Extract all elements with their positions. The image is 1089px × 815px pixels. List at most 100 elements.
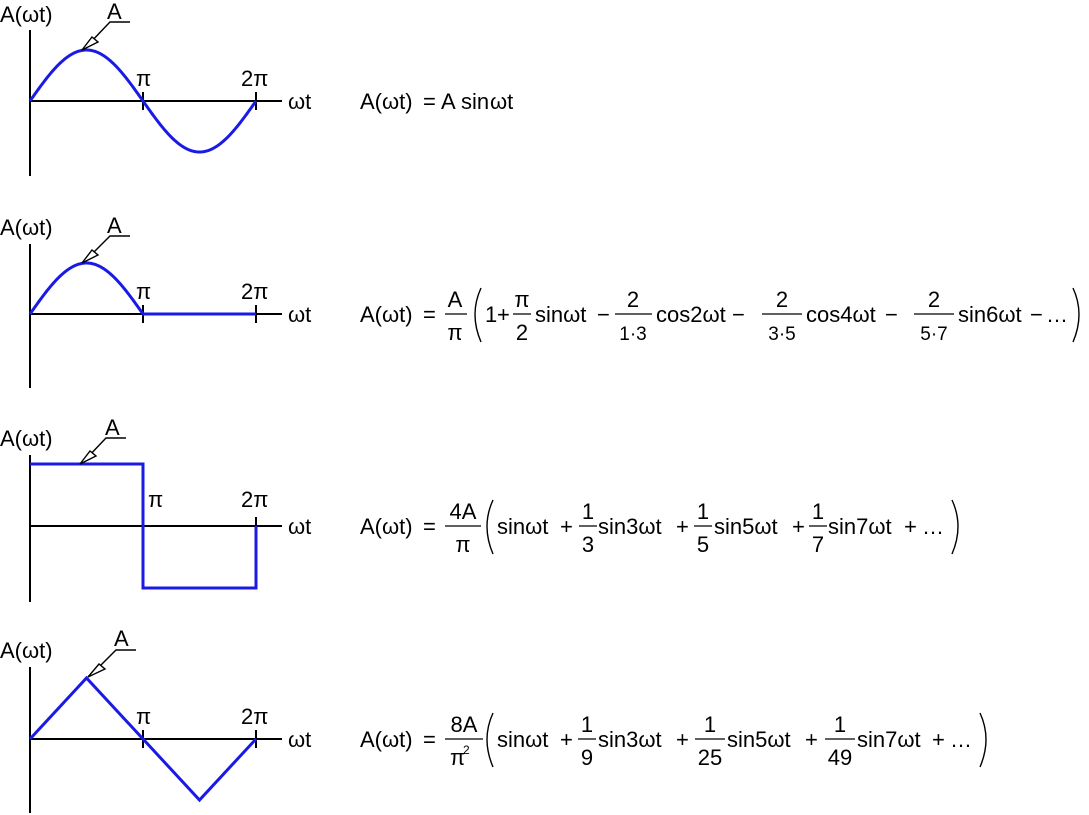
term-1: sinωt — [535, 302, 586, 327]
amplitude-arrowhead — [81, 248, 100, 264]
equals-sign: = — [423, 89, 436, 114]
plus-sign: + — [560, 514, 573, 539]
formula-lhs: A(ωt) — [360, 89, 413, 114]
amplitude-label: A — [107, 213, 122, 238]
frac1-denominator: 3 — [582, 532, 594, 557]
waveform-sine — [28, 48, 258, 154]
frac2-denominator: 25 — [698, 745, 722, 770]
frac1-numerator: 1 — [582, 499, 594, 524]
amplitude-arrowhead — [87, 663, 107, 678]
pi-label: π — [136, 279, 151, 304]
frac3-denominator: 3·5 — [768, 324, 795, 345]
plus-sign: + — [676, 727, 689, 752]
amplitude-arrowhead — [81, 35, 100, 51]
minus-sign: − — [1030, 302, 1043, 327]
term-1: sin3ωt — [598, 727, 662, 752]
formula-triangle: A(ωt) = 8A π 2 sinωt + 1 9 sin3ωt + 1 25… — [360, 712, 987, 770]
frac1-denominator: 2 — [516, 320, 528, 345]
prefactor-exponent: 2 — [463, 743, 470, 757]
prefactor-numerator: 8A — [451, 712, 478, 737]
prefactor-denominator: π — [450, 745, 465, 770]
frac2-denominator: 1·3 — [619, 324, 646, 345]
x-axis-label: ωt — [288, 302, 311, 327]
y-axis-label: A(ωt) — [0, 638, 53, 663]
plus-sign: + — [904, 514, 917, 539]
formula-lhs: A(ωt) — [360, 302, 413, 327]
frac4-numerator: 2 — [928, 287, 940, 312]
frac3-numerator: 2 — [776, 287, 788, 312]
amplitude-leader — [87, 235, 130, 259]
panel-half-wave: A(ωt) π 2π ωt A — [0, 213, 311, 388]
prefactor-denominator: π — [447, 320, 462, 345]
ellipsis: … — [950, 727, 972, 752]
term-3: sin7ωt — [857, 727, 921, 752]
formula-lhs: A(ωt) — [360, 727, 413, 752]
waveform-triangle — [28, 675, 258, 803]
ellipsis: … — [922, 514, 944, 539]
term-0: sinωt — [497, 514, 548, 539]
frac2-numerator: 1 — [704, 712, 716, 737]
minus-sign: − — [597, 302, 610, 327]
x-axis-label: ωt — [288, 514, 311, 539]
plus-sign: + — [497, 302, 510, 327]
waveform-square — [30, 462, 258, 590]
term-one: 1 — [485, 302, 497, 327]
plus-sign: + — [560, 727, 573, 752]
term-4: sin6ωt — [958, 302, 1022, 327]
amplitude-arrowhead — [79, 449, 98, 465]
plus-sign: + — [676, 514, 689, 539]
plus-sign: + — [932, 727, 945, 752]
pi-label: π — [136, 704, 151, 729]
frac3-denominator: 49 — [828, 745, 852, 770]
panel-square: A(ωt) π 2π ωt A — [0, 415, 311, 602]
term-2: sin5ωt — [727, 727, 791, 752]
x-axis-label: ωt — [288, 727, 311, 752]
pi-label: π — [148, 487, 163, 512]
equals-sign: = — [423, 302, 436, 327]
amplitude-leader — [94, 649, 136, 672]
frac3-numerator: 1 — [834, 712, 846, 737]
right-paren — [951, 499, 959, 555]
amplitude-leader — [85, 437, 126, 460]
frac4-denominator: 5·7 — [920, 324, 947, 345]
plus-sign: + — [805, 727, 818, 752]
amplitude-label: A — [105, 415, 120, 440]
left-paren — [486, 712, 494, 768]
equals-sign: = — [423, 727, 436, 752]
term-3: sin7ωt — [828, 514, 892, 539]
ellipsis: … — [1046, 302, 1068, 327]
formula-lhs: A(ωt) — [360, 514, 413, 539]
right-paren — [979, 712, 987, 768]
formula-arg: ωt — [490, 89, 513, 114]
left-paren — [486, 499, 494, 555]
two-pi-label: 2π — [241, 487, 268, 512]
term-1: sin3ωt — [598, 514, 662, 539]
amplitude-label: A — [107, 0, 122, 24]
formula-sin: sin — [461, 89, 489, 114]
minus-sign: − — [885, 302, 898, 327]
term-2: sin5ωt — [714, 514, 778, 539]
frac3-numerator: 1 — [812, 499, 824, 524]
equals-sign: = — [423, 514, 436, 539]
formula-sine: A(ωt) = A sin ωt — [360, 89, 513, 114]
formula-amplitude: A — [441, 89, 456, 114]
frac3-denominator: 7 — [812, 532, 824, 557]
y-axis-label: A(ωt) — [0, 2, 53, 27]
frac1-numerator: 1 — [581, 712, 593, 737]
prefactor-numerator: 4A — [450, 499, 477, 524]
formula-square: A(ωt) = 4A π sinωt + 1 3 sin3ωt + 1 5 si… — [360, 499, 959, 557]
left-paren — [474, 287, 482, 343]
two-pi-label: 2π — [241, 279, 268, 304]
y-axis-label: A(ωt) — [0, 215, 53, 240]
frac1-numerator: π — [514, 287, 529, 312]
two-pi-label: 2π — [241, 704, 268, 729]
prefactor-numerator: A — [448, 287, 463, 312]
prefactor-denominator: π — [455, 532, 470, 557]
formula-half-wave: A(ωt) = A π 1 + π 2 sinωt − 2 1·3 cos2ωt… — [360, 287, 1080, 345]
amplitude-label: A — [114, 626, 129, 651]
pi-label: π — [136, 66, 151, 91]
frac2-denominator: 5 — [697, 532, 709, 557]
frac1-denominator: 9 — [581, 745, 593, 770]
frac2-numerator: 2 — [627, 287, 639, 312]
